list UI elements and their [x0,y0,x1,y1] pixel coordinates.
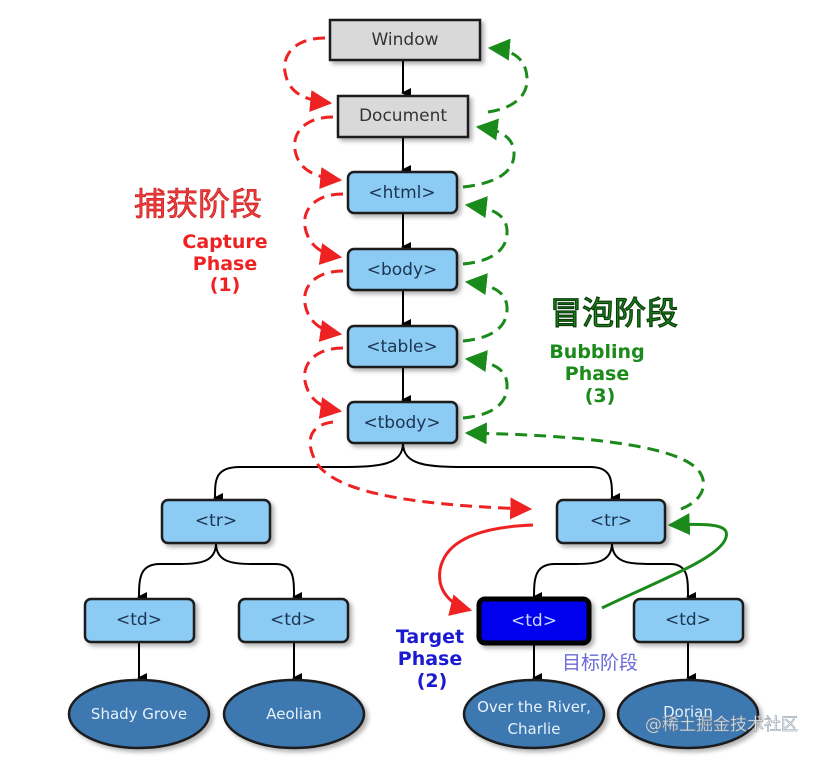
node-document-box [336,94,470,139]
target-phase-number: (2) [417,670,448,692]
node-td-target-box [476,596,592,646]
connector-tbody-tr-right [402,442,621,503]
node-tr-left-label: <tr> [195,511,237,531]
node-window-label: Window [371,30,438,50]
watermark: @稀土掘金技术社区 [645,715,798,735]
capture-arrow-tbody-tr [308,420,533,520]
leaf-4 [616,678,760,750]
bubbling-arrows [462,38,705,511]
capture-arrow-window-document [283,36,333,112]
bubble-arrow-tr-tbody [464,422,705,511]
connector-tr-right-td3 [532,542,613,603]
bubbling-phase-number: (3) [585,385,616,407]
bubble-arrow-document-window [487,38,529,114]
node-tr-right-box [555,498,667,545]
bubbling-phase-cn-label: 冒泡阶段 [550,294,678,332]
node-table [346,324,459,369]
node-window-box [328,18,482,62]
bubbling-phase-en-label-2: Phase [565,363,629,385]
node-tr-right-label: <tr> [590,511,632,531]
capture-arrows [283,36,533,520]
node-html-box [346,170,459,215]
bubble-arrow-table-body [462,273,509,343]
node-tr-left-box [160,498,272,545]
node-tr-left [160,498,272,545]
node-html-label: <html> [368,183,435,203]
node-tr-right [555,498,667,545]
node-window [328,18,482,62]
leaf-1-shape [67,678,211,750]
capture-arrow-table-tbody [303,346,344,419]
leaf-2 [222,678,366,750]
target-bubble-arrow [601,513,728,610]
leaf-3 [462,678,606,750]
node-td-4-box [632,597,745,644]
node-table-box [346,324,459,369]
node-td-1-box [83,597,196,644]
node-td-4-label: <td> [665,610,711,630]
connector-tr-right-td4 [611,542,697,602]
capture-phase-number: (1) [210,274,241,296]
target-phase-cn-label: 目标阶段 [562,652,638,674]
node-body-label: <body> [367,260,438,280]
node-td-target-label: <td> [511,611,557,631]
target-phase-en-label-1: Target [396,626,464,648]
node-tbody [346,400,459,445]
node-td-target [476,596,592,646]
node-td-2 [237,597,350,644]
leaf-3-label-line2: Charlie [508,720,561,738]
capture-phase-en-label-1: Capture [182,231,267,253]
bubble-arrow-tbody-table [462,350,509,420]
node-body-box [346,247,459,292]
tree-connectors [137,60,697,683]
node-td-2-label: <td> [270,610,316,630]
leaf-4-label: Dorian [663,703,713,721]
node-document-label: Document [359,106,447,126]
leaf-1 [67,678,211,750]
node-td-2-box [237,597,350,644]
connector-tr-left-td2 [215,542,303,602]
connector-tbody-tr-left [213,442,404,504]
target-capture-arrow [438,523,534,616]
node-tbody-label: <tbody> [363,413,440,433]
capture-arrow-body-table [303,269,344,342]
node-td-1-label: <td> [116,610,162,630]
node-table-label: <table> [366,337,438,357]
connector-tr-left-td1 [137,542,217,603]
capture-arrow-html-body [303,192,344,265]
target-phase-en-label-2: Phase [398,648,462,670]
capture-phase-en-label-2: Phase [193,253,257,275]
capture-arrow-document-html [293,115,343,189]
node-html [346,170,459,215]
node-td-4 [632,597,745,644]
node-document [336,94,470,139]
leaf-3-shape [462,678,606,750]
capture-phase-cn-label: 捕获阶段 [134,185,262,223]
leaf-4-shape [616,678,760,750]
leaf-1-label: Shady Grove [91,705,187,723]
node-td-1 [83,597,196,644]
leaf-2-shape [222,678,366,750]
bubbling-phase-en-label-1: Bubbling [549,341,644,363]
bubble-arrow-body-html [462,196,509,266]
leaf-2-label: Aeolian [266,705,321,723]
node-tbody-box [346,400,459,445]
node-body [346,247,459,292]
bubble-arrow-html-document [462,118,516,189]
leaf-3-label-line1: Over the River, [477,698,591,716]
